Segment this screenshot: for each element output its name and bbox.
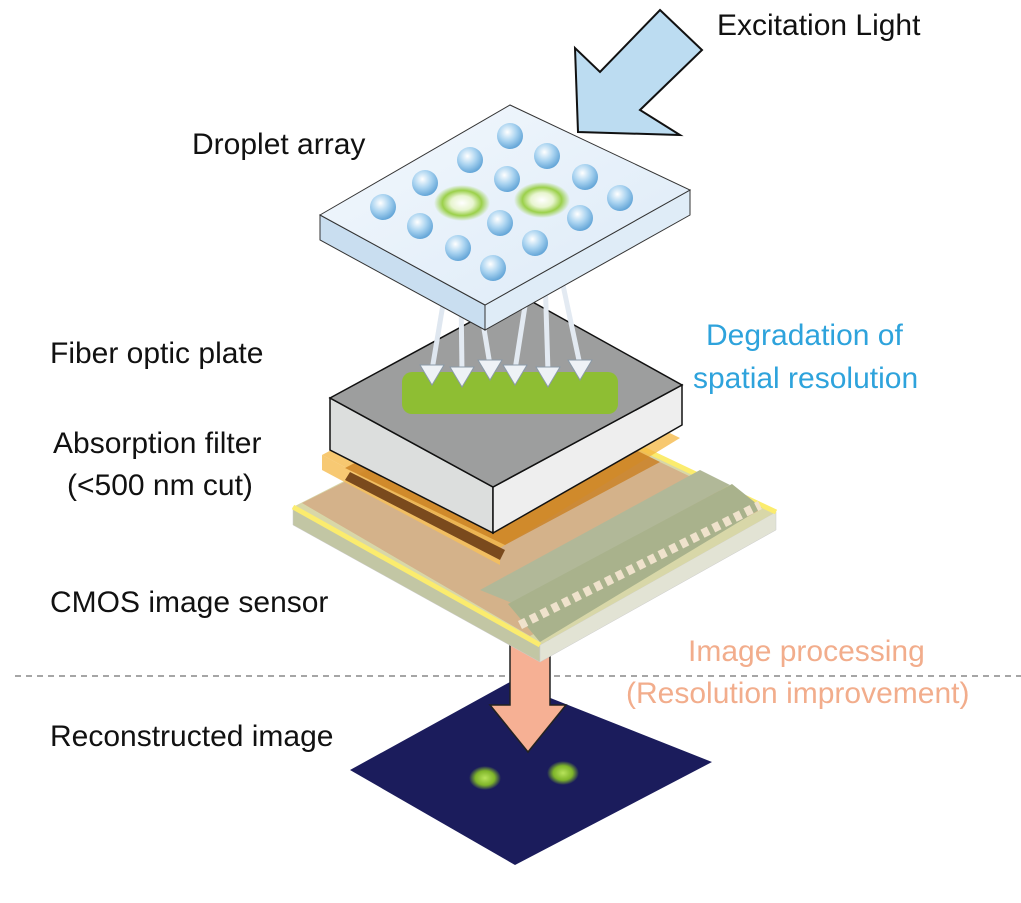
excitation-arrow [573,8,704,137]
degradation-label-line2: spatial resolution [693,362,919,395]
fluorescent-droplet [434,185,490,221]
excitation-light-label: Excitation Light [717,9,921,42]
reconstructed-image-label: Reconstructed image [50,720,334,753]
fiber-optic-plate-label: Fiber optic plate [50,337,264,370]
fiber-optic-plate [328,294,684,535]
droplet-array-label: Droplet array [192,128,366,161]
image-processing-label-line2: (Resolution improvement) [626,677,970,710]
droplet-array-plate [318,104,692,331]
absorption-filter-label-line2: (<500 nm cut) [67,469,253,502]
bond-pads [517,500,763,630]
fluorescent-droplet [514,182,570,218]
image-processing-label-line1: Image processing [688,635,925,668]
cmos-sensor-label: CMOS image sensor [50,586,329,619]
absorption-filter-label-line1: Absorption filter [53,427,262,460]
droplets [370,123,633,281]
degradation-label-line1: Degradation of [706,319,903,352]
fluorescence-blur [402,372,618,414]
reconstructed-image-plane [350,682,712,865]
